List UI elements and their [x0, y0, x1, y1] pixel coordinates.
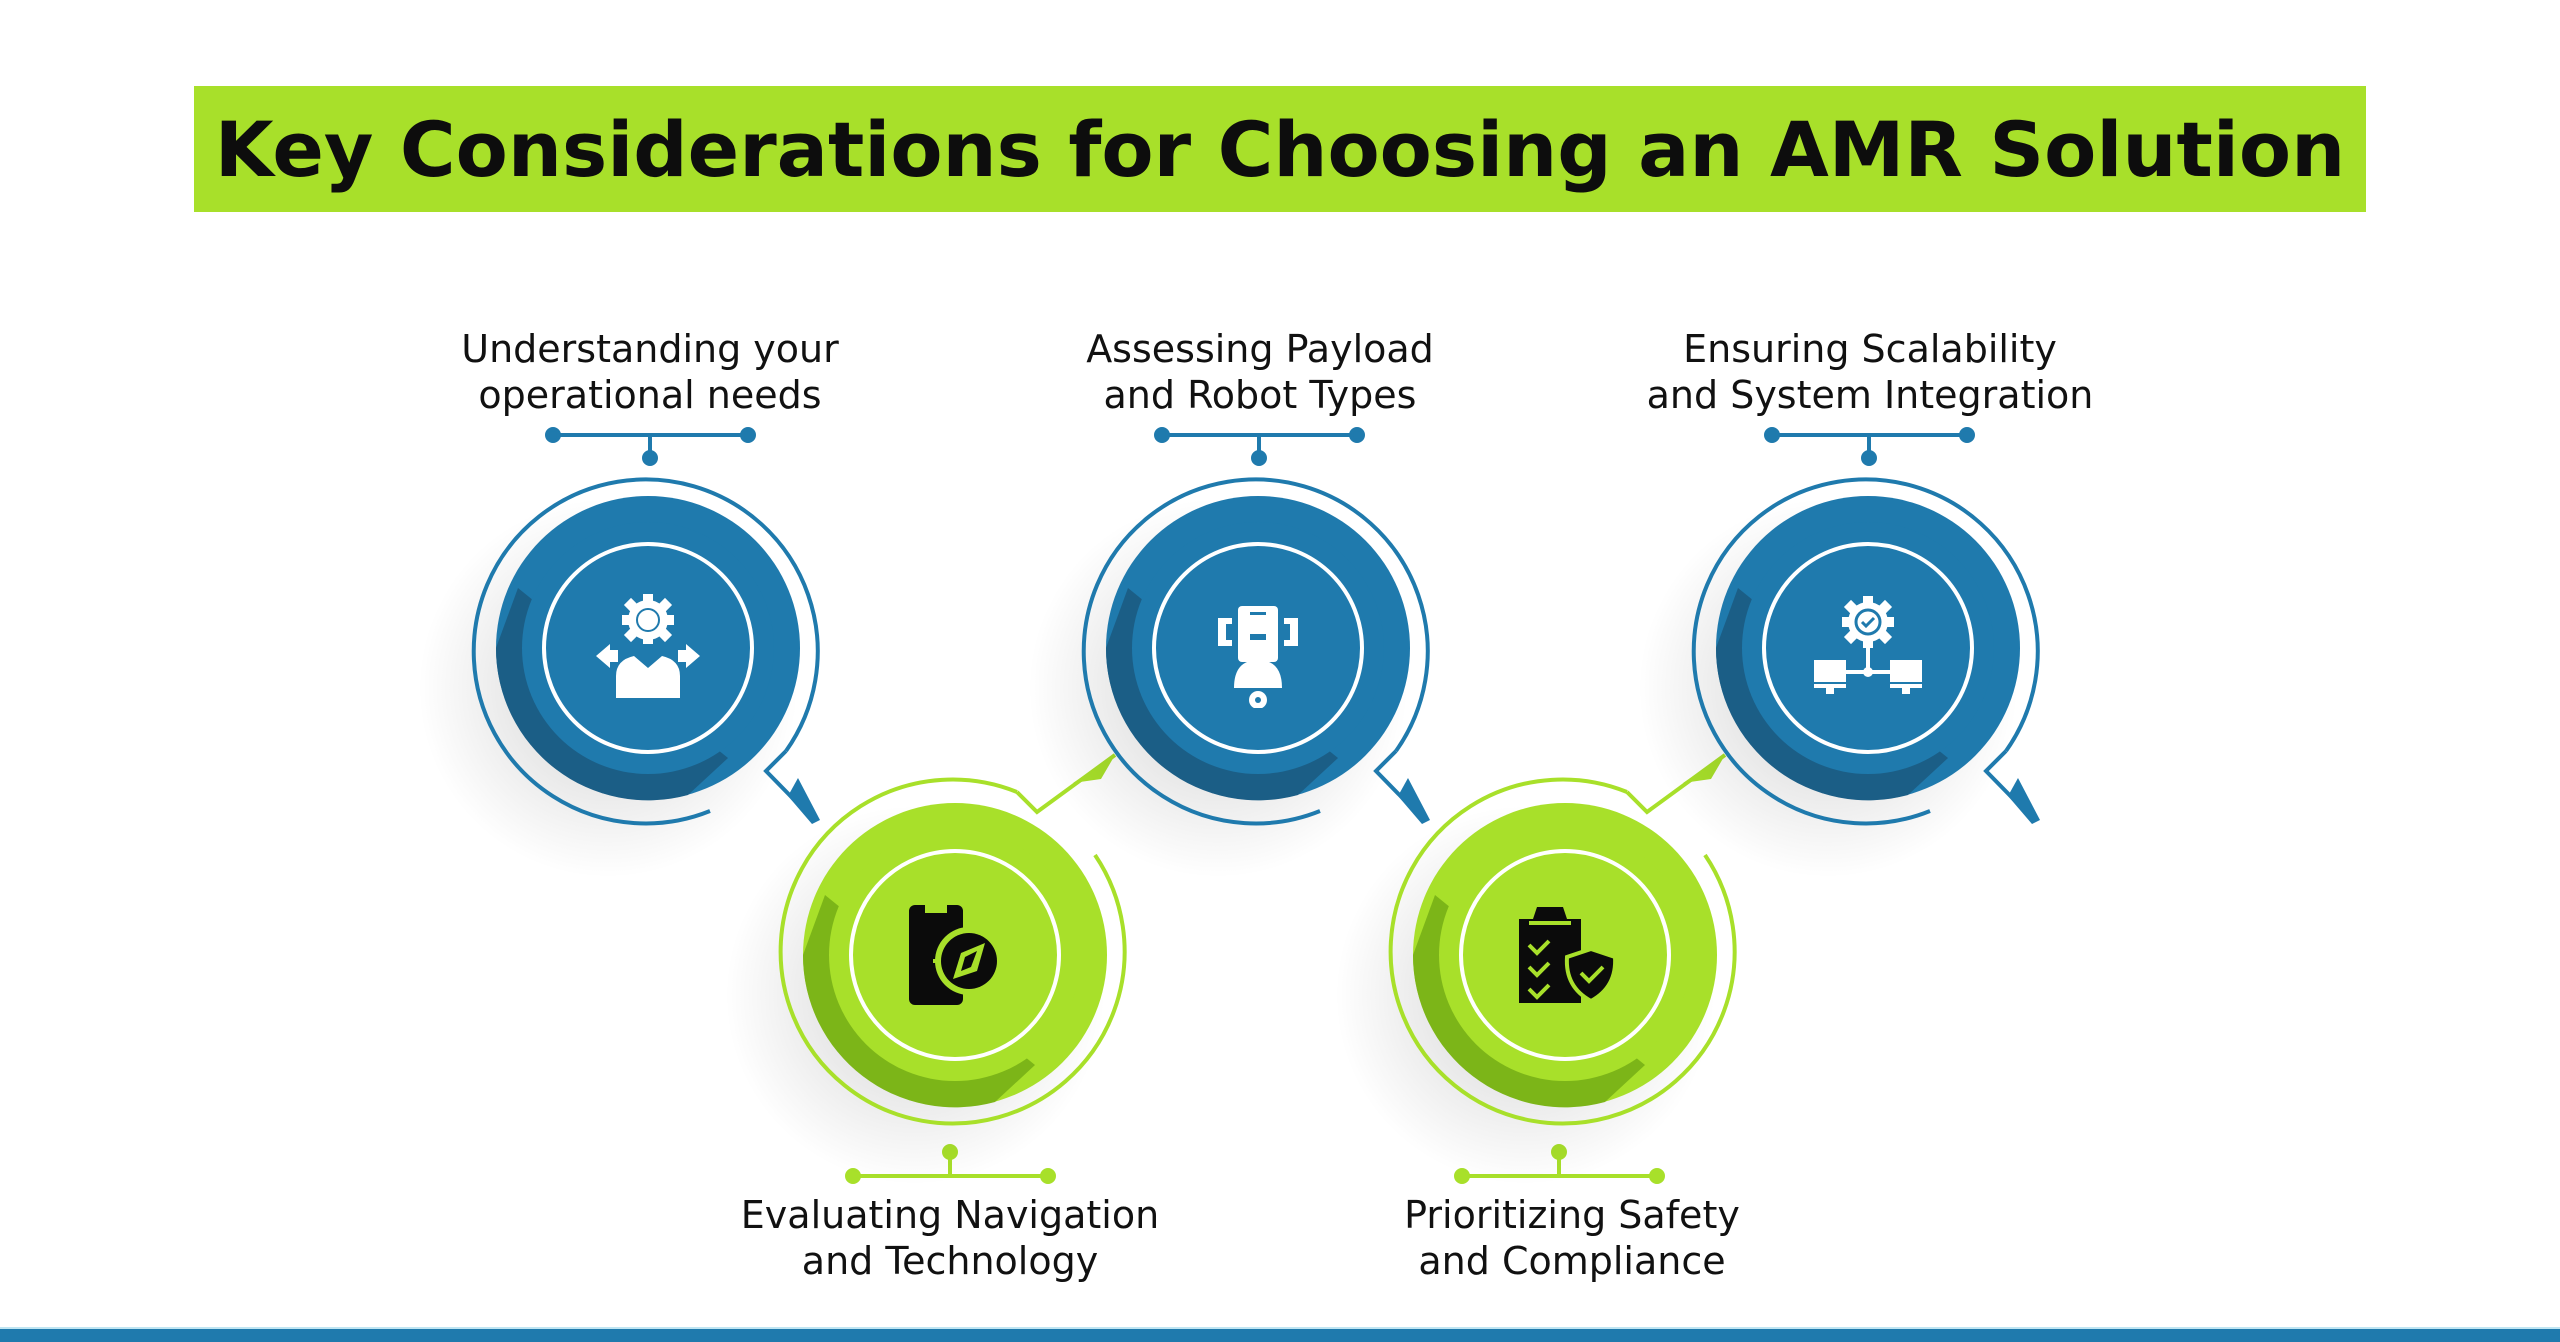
- connector-5: [1764, 427, 1975, 466]
- step-5-label: Ensuring Scalability and System Integrat…: [1560, 326, 2180, 418]
- step-4-label-line1: Prioritizing Safety: [1404, 1193, 1740, 1237]
- robot-icon: [1218, 606, 1298, 708]
- step-1-label: Understanding your operational needs: [340, 326, 960, 418]
- clipboard-shield-check-icon: [1519, 907, 1618, 1004]
- step-5-label-line1: Ensuring Scalability: [1683, 327, 2057, 371]
- connector-3: [1154, 427, 1365, 466]
- phone-compass-icon: [909, 905, 1005, 1005]
- step-3-label: Assessing Payload and Robot Types: [950, 326, 1570, 418]
- step-2-label: Evaluating Navigation and Technology: [640, 1192, 1260, 1284]
- step-3-label-line1: Assessing Payload: [1086, 327, 1434, 371]
- connector-1: [545, 427, 756, 466]
- step-1-label-line2: operational needs: [478, 373, 822, 417]
- footer-bar: [0, 1327, 2560, 1342]
- gear-network-icon: [1814, 596, 1922, 694]
- step-5-label-line2: and System Integration: [1646, 373, 2094, 417]
- step-2-label-line2: and Technology: [801, 1239, 1099, 1283]
- step-4-label: Prioritizing Safety and Compliance: [1262, 1192, 1882, 1284]
- step-3-label-line2: and Robot Types: [1103, 373, 1417, 417]
- title-banner: Key Considerations for Choosing an AMR S…: [194, 86, 2366, 212]
- step-2-label-line1: Evaluating Navigation: [740, 1193, 1160, 1237]
- step-1-label-line1: Understanding your: [461, 327, 839, 371]
- step-4-label-line2: and Compliance: [1418, 1239, 1726, 1283]
- person-gear-arrows-icon: [596, 594, 700, 698]
- page-title: Key Considerations for Choosing an AMR S…: [214, 104, 2346, 194]
